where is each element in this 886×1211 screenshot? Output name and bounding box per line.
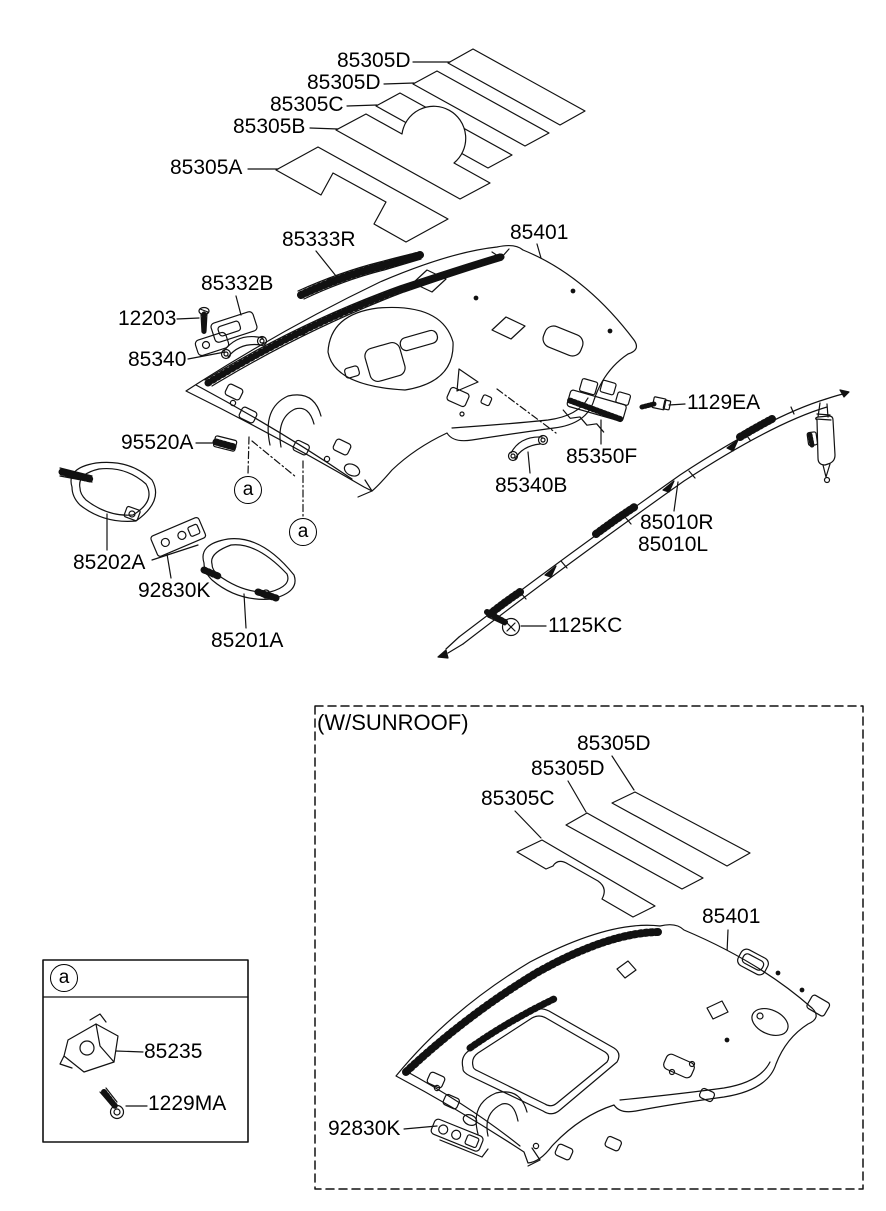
bolt-1129ea	[639, 396, 672, 411]
detail-box-frame	[42, 959, 249, 1143]
pad-85305a	[275, 146, 449, 243]
detail-bracket-85235	[59, 1013, 119, 1073]
detail-leaders	[115, 1050, 148, 1107]
detail-screw-1229ma	[99, 1087, 125, 1120]
part-label-85305b[interactable]: 85305B	[233, 115, 306, 138]
part-label-1129ea[interactable]: 1129EA	[687, 391, 761, 414]
pad-85305d-2	[412, 70, 550, 147]
screw-12203	[198, 306, 210, 335]
part-label-85201a[interactable]: 85201A	[211, 629, 284, 652]
handle-85340	[220, 335, 268, 360]
leader-lines-top	[247, 61, 451, 170]
roof-pad-strips	[275, 48, 586, 243]
sunroof-pad-85305d-right	[611, 791, 751, 867]
sunroof-box-frame	[314, 705, 864, 1190]
part-label-85305d-2[interactable]: 85305D	[307, 71, 381, 94]
part-label-92830k[interactable]: 92830K	[138, 579, 211, 602]
pad-85305d-1	[447, 48, 586, 126]
part-label-85340b[interactable]: 85340B	[495, 474, 568, 497]
detail-box-callout-a: a	[50, 964, 78, 992]
part-label-95520a[interactable]: 95520A	[121, 431, 194, 454]
part-label-85333r[interactable]: 85333R	[282, 228, 356, 251]
sunroof-pad-85305d-mid	[565, 812, 704, 890]
part-label-85340[interactable]: 85340	[128, 348, 187, 371]
harness-85333r	[297, 251, 424, 300]
part-label-85202a[interactable]: 85202A	[73, 551, 146, 574]
sun-visor-85202a	[58, 461, 157, 523]
part-label-85305d-1[interactable]: 85305D	[337, 49, 411, 72]
sunroof-box-caption: (W/SUNROOF)	[317, 710, 469, 735]
part-label-1125kc[interactable]: 1125KC	[548, 614, 623, 637]
sunroof-lamp-92830k	[430, 1118, 489, 1158]
sunroof-pad-85305c	[516, 839, 656, 918]
sunroof-label-85305d-1[interactable]: 85305D	[577, 732, 651, 755]
callout-a-1: a	[234, 476, 262, 504]
sunroof-leaders	[403, 755, 729, 1130]
part-label-85305c[interactable]: 85305C	[270, 93, 344, 116]
bracket-85332b	[194, 311, 258, 357]
headlining-85401	[185, 244, 638, 498]
handle-85340b	[507, 434, 549, 462]
part-label-85305a[interactable]: 85305A	[170, 156, 243, 179]
pad-85305b	[335, 105, 491, 200]
sunroof-label-92830k[interactable]: 92830K	[328, 1117, 401, 1140]
airbag-inflator	[806, 402, 836, 484]
sunroof-label-85305d-2[interactable]: 85305D	[531, 757, 605, 780]
sunroof-headlining-85401	[395, 924, 831, 1167]
part-label-12203[interactable]: 12203	[118, 307, 177, 330]
clip-95520a	[212, 435, 238, 452]
detail-label-85235[interactable]: 85235	[144, 1040, 203, 1063]
bracket-85350f	[562, 378, 632, 433]
sunroof-pads	[516, 791, 751, 918]
screw-1125kc	[484, 609, 521, 637]
sunroof-label-85401[interactable]: 85401	[702, 905, 761, 928]
part-label-85010r[interactable]: 85010R	[640, 511, 714, 534]
part-label-85350f[interactable]: 85350F	[566, 445, 638, 468]
sun-visor-85201a	[200, 538, 296, 602]
detail-label-1229ma[interactable]: 1229MA	[148, 1092, 227, 1115]
leader-lines-main	[106, 243, 686, 629]
part-label-85010l[interactable]: 85010L	[638, 533, 709, 556]
part-label-85401[interactable]: 85401	[510, 221, 569, 244]
sunroof-label-85305c[interactable]: 85305C	[481, 787, 555, 810]
lamp-bracket-92830k	[150, 517, 207, 561]
part-label-85332b[interactable]: 85332B	[201, 272, 274, 295]
callout-a-2: a	[289, 518, 317, 546]
callout-reference-lines	[247, 388, 557, 517]
